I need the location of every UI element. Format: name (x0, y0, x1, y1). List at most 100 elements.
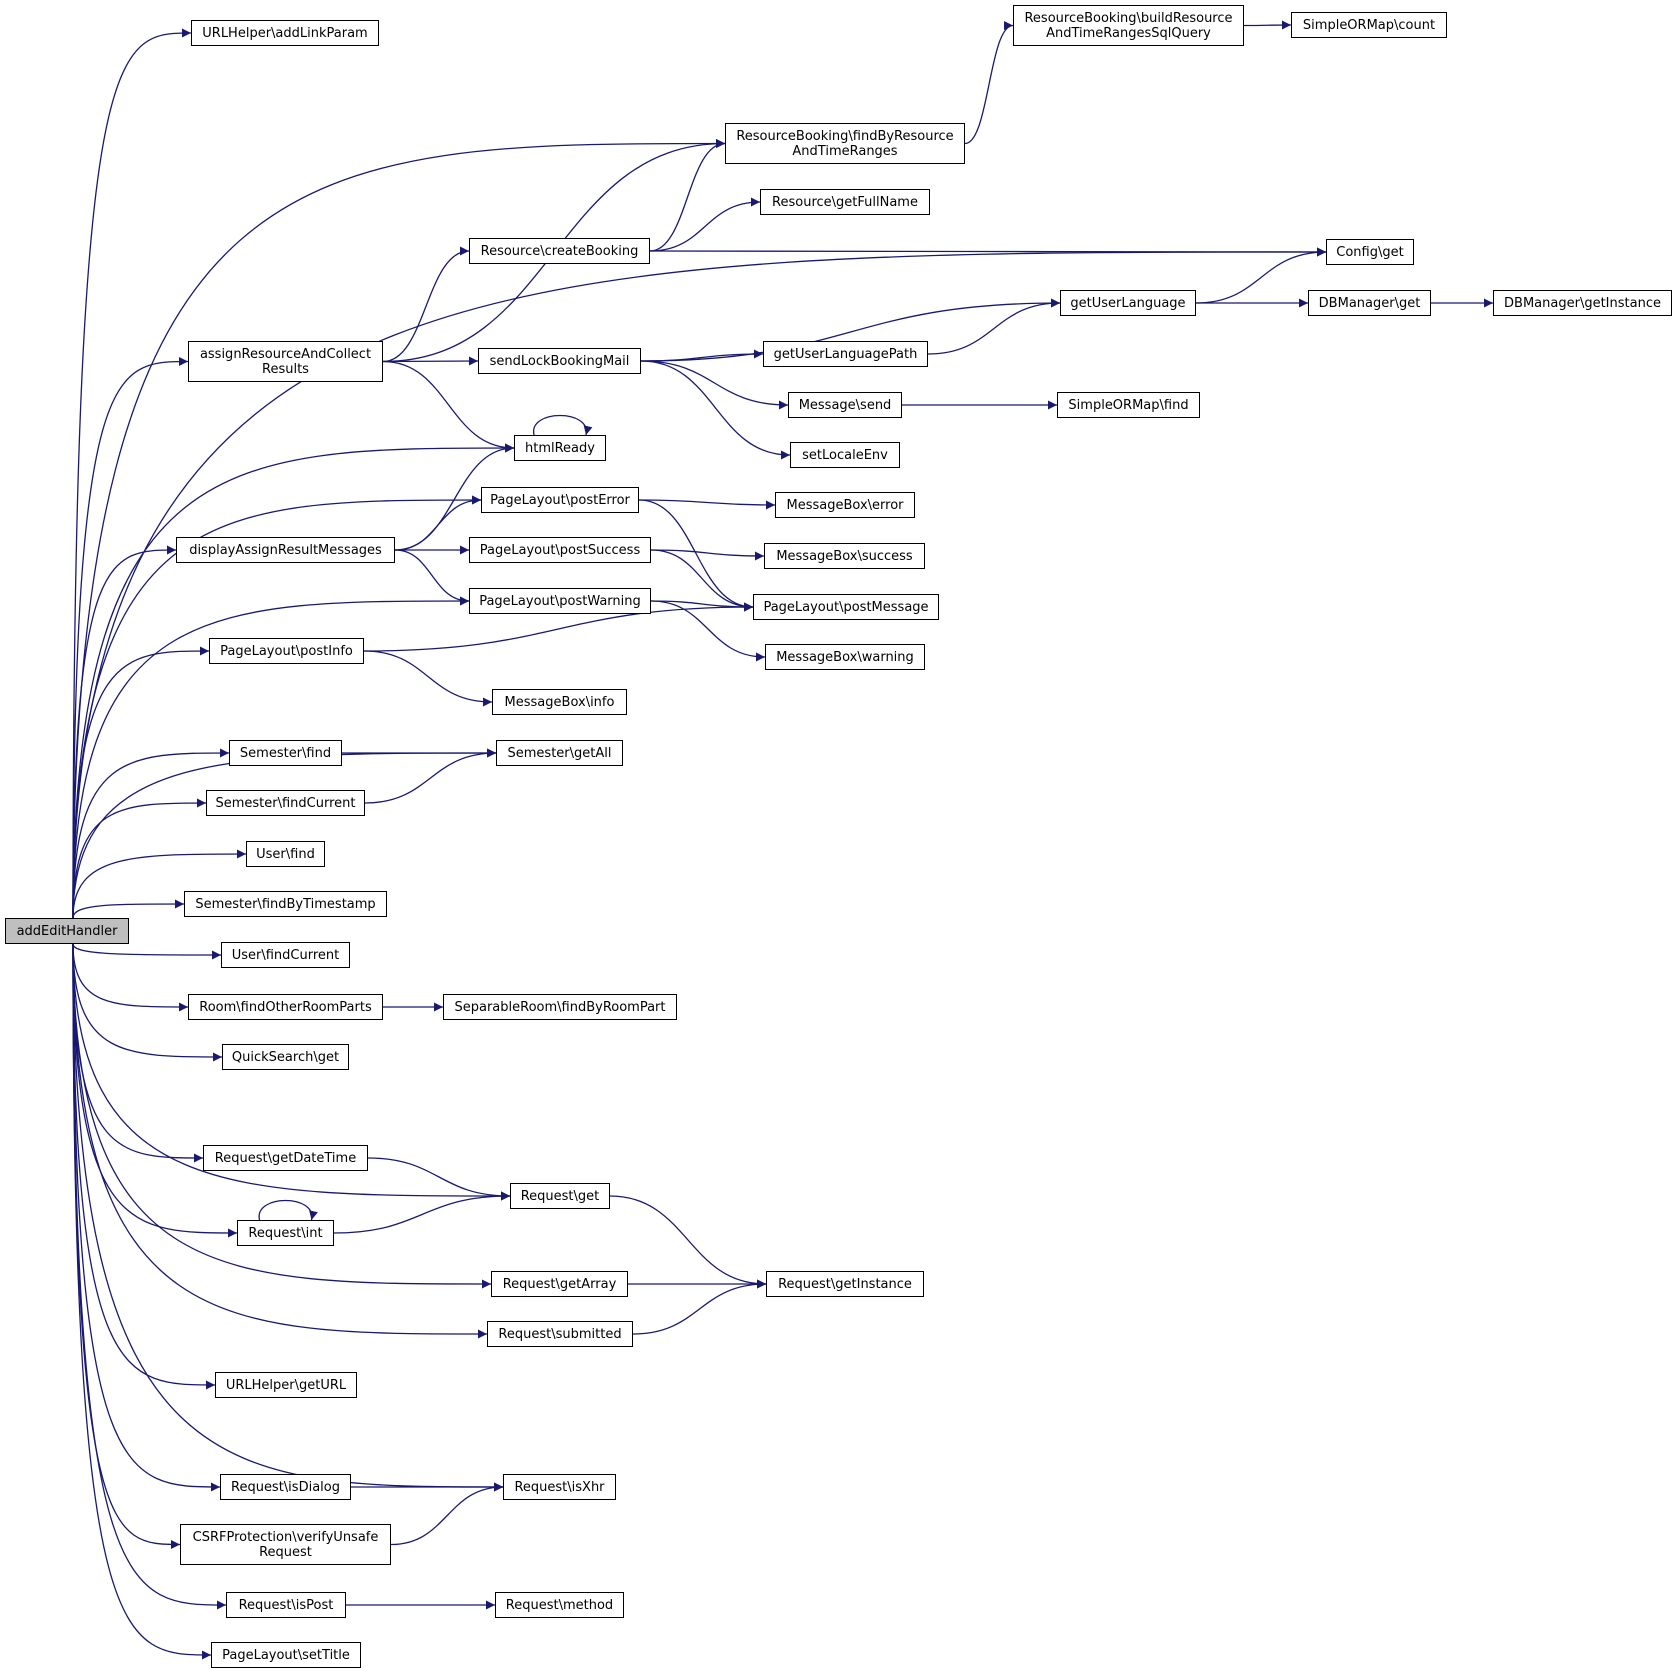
edge-n16-to-n16 (533, 415, 593, 436)
edge-root-to-n38 (72, 943, 511, 1201)
edge-root-to-n37 (72, 943, 204, 1163)
node-semester-find[interactable]: Semester\find (229, 740, 342, 766)
edge-n12-to-n14 (640, 360, 789, 410)
edge-n39-to-n38 (333, 1191, 511, 1234)
edge-root-to-n25 (72, 646, 210, 919)
edge-n6-to-n4 (649, 139, 726, 252)
edge-n4-to-n2 (964, 21, 1014, 145)
node-add-edit-handler[interactable]: addEditHandler (5, 918, 129, 944)
node-messagebox-info[interactable]: MessageBox\info (492, 689, 627, 715)
node-simpleormap-find[interactable]: SimpleORMap\find (1057, 392, 1200, 418)
node-pagelayout-postsuccess[interactable]: PageLayout\postSuccess (469, 537, 651, 563)
edge-root-to-n42 (72, 943, 488, 1339)
edge-root-to-n46 (72, 943, 181, 1549)
node-request-getdatetime[interactable]: Request\getDateTime (203, 1145, 368, 1171)
edge-n11-to-n6 (382, 246, 470, 363)
edge-n12-to-n8 (640, 298, 1061, 362)
edge-root-to-n32 (72, 899, 185, 919)
node-request-isxhr[interactable]: Request\isXhr (503, 1474, 616, 1500)
node-semester-getall[interactable]: Semester\getAll (496, 740, 623, 766)
edge-root-to-n34 (72, 943, 189, 1012)
node-quicksearch-get[interactable]: QuickSearch\get (222, 1044, 349, 1070)
node-request-getinstance[interactable]: Request\getInstance (766, 1271, 924, 1297)
node-request-isdialog[interactable]: Request\isDialog (220, 1474, 351, 1500)
edge-root-to-n31 (72, 849, 247, 919)
edge-n18-to-n19 (638, 499, 776, 510)
node-getuserlanguage[interactable]: getUserLanguage (1060, 290, 1196, 316)
edge-n46-to-n45 (390, 1482, 504, 1546)
node-dbmanager-getinstance[interactable]: DBManager\getInstance (1493, 290, 1672, 316)
node-assignresourceandcollectresults[interactable]: assignResourceAndCollect Results (188, 341, 383, 382)
node-pagelayout-postmessage[interactable]: PageLayout\postMessage (753, 594, 939, 620)
node-urlhelper-geturl[interactable]: URLHelper\getURL (215, 1372, 357, 1398)
edge-root-to-n44 (72, 943, 221, 1492)
node-pagelayout-postinfo[interactable]: PageLayout\postInfo (209, 638, 364, 664)
node-request-ispost[interactable]: Request\isPost (226, 1592, 346, 1618)
edge-n21-to-n22 (650, 549, 765, 561)
edge-n37-to-n38 (367, 1157, 511, 1201)
node-simpleormap-count[interactable]: SimpleORMap\count (1291, 12, 1447, 38)
edge-n38-to-n41 (609, 1195, 767, 1289)
node-request-int[interactable]: Request\int (237, 1220, 334, 1246)
node-messagebox-error[interactable]: MessageBox\error (775, 492, 915, 518)
edge-root-to-n20 (72, 545, 177, 919)
node-messagebox-success[interactable]: MessageBox\success (764, 543, 925, 569)
node-htmlready[interactable]: htmlReady (514, 435, 606, 461)
edge-n23-to-n26 (650, 600, 766, 662)
edge-n30-to-n29 (364, 748, 497, 804)
edge-n12-to-n17 (640, 360, 791, 460)
node-resourcebooking-buildresourceandtimerangessqlquery[interactable]: ResourceBooking\buildResource AndTimeRan… (1013, 5, 1244, 46)
node-sendlockbookingmail[interactable]: sendLockBookingMail (478, 348, 641, 374)
node-resourcebooking-findbyresourceandtimeranges[interactable]: ResourceBooking\findByResource AndTimeRa… (725, 123, 965, 164)
node-request-submitted[interactable]: Request\submitted (487, 1321, 633, 1347)
node-request-getarray[interactable]: Request\getArray (491, 1271, 628, 1297)
edge-n18-to-n24 (638, 499, 754, 612)
edge-root-to-n23 (72, 596, 470, 919)
edge-root-to-n40 (72, 943, 492, 1289)
node-request-get[interactable]: Request\get (510, 1183, 610, 1209)
edge-root-to-n1 (72, 28, 192, 919)
edge-n12-to-n13 (640, 349, 764, 362)
edge-root-to-n16 (72, 443, 515, 919)
node-displayassignresultmessages[interactable]: displayAssignResultMessages (176, 537, 395, 563)
edge-root-to-n33 (72, 943, 222, 960)
node-messagebox-warning[interactable]: MessageBox\warning (765, 644, 925, 670)
edge-n20-to-n23 (394, 549, 470, 606)
edge-root-to-n47 (72, 943, 227, 1610)
edge-root-to-n43 (72, 943, 216, 1390)
node-user-findcurrent[interactable]: User\findCurrent (221, 942, 350, 968)
node-resource-createbooking[interactable]: Resource\createBooking (469, 238, 650, 264)
node-semester-findbytimestamp[interactable]: Semester\findByTimestamp (184, 891, 387, 917)
node-message-send[interactable]: Message\send (788, 392, 902, 418)
edge-n42-to-n41 (632, 1279, 767, 1335)
edge-n2-to-n3 (1243, 20, 1292, 30)
node-room-findotherroomparts[interactable]: Room\findOtherRoomParts (188, 994, 383, 1020)
node-urlhelper-addlinkparam[interactable]: URLHelper\addLinkParam (191, 20, 379, 46)
node-csrfprotection-verifyunsaferequest[interactable]: CSRFProtection\verifyUnsafe Request (180, 1524, 391, 1565)
node-dbmanager-get[interactable]: DBManager\get (1308, 290, 1431, 316)
edge-root-to-n7 (72, 247, 1327, 919)
node-pagelayout-posterror[interactable]: PageLayout\postError (481, 487, 639, 513)
edge-n13-to-n8 (927, 298, 1061, 355)
edge-root-to-n30 (72, 798, 207, 919)
edge-root-to-n11 (72, 357, 189, 919)
edge-n8-to-n7 (1195, 247, 1327, 304)
node-semester-findcurrent[interactable]: Semester\findCurrent (206, 790, 365, 816)
node-getuserlanguagepath[interactable]: getUserLanguagePath (763, 341, 928, 367)
edge-n25-to-n24 (363, 602, 754, 652)
node-config-get[interactable]: Config\get (1326, 239, 1414, 265)
edge-root-to-n28 (72, 748, 230, 919)
node-request-method[interactable]: Request\method (495, 1592, 624, 1618)
node-pagelayout-postwarning[interactable]: PageLayout\postWarning (469, 588, 651, 614)
edge-root-to-n45 (72, 943, 504, 1492)
edge-n20-to-n18 (394, 495, 482, 551)
node-resource-getfullname[interactable]: Resource\getFullName (760, 189, 930, 215)
node-pagelayout-settitle[interactable]: PageLayout\setTitle (211, 1642, 361, 1668)
node-user-find[interactable]: User\find (246, 841, 325, 867)
node-setlocaleenv[interactable]: setLocaleEnv (790, 442, 900, 468)
edge-n39-to-n39 (258, 1200, 318, 1221)
node-separableroom-findbyroompart[interactable]: SeparableRoom\findByRoomPart (443, 994, 677, 1020)
edge-n11-to-n16 (382, 360, 515, 453)
